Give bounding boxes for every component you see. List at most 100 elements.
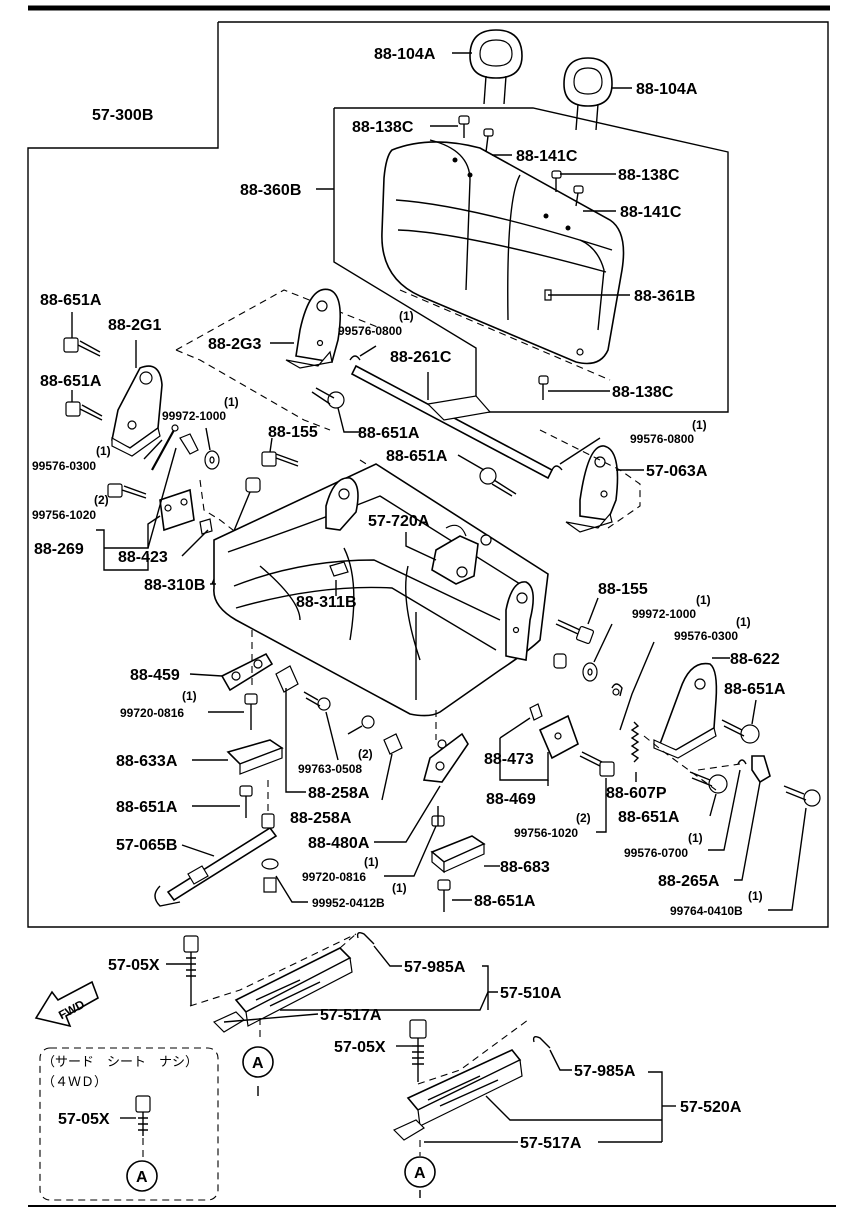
leader-510A-b [482,965,489,1010]
leader-99576-0800-top [359,345,377,357]
seat-cushion [213,463,549,717]
label-99756-1020-2: 99756-1020 [514,826,578,840]
qty-99764-0410B: (1) [748,889,763,903]
label-88-651A-5: 88-651A [724,681,786,698]
qty-99756-1020-1: (2) [94,493,109,507]
seatback-cushion [381,139,625,365]
label-88-155-1: 88-155 [268,424,318,441]
qty-99952-0412B: (1) [392,881,407,895]
washer-99972-1000-left [204,450,220,470]
bracket-88-2G1 [111,365,163,457]
leader-985A-a [373,945,402,967]
leader-517A-a [223,1013,319,1023]
bracket-88-459 [220,652,274,692]
hinge-dash-2 [175,349,331,431]
clip-88-258A-a [275,665,299,693]
leader-720A [405,532,437,561]
label-88-310B: 88-310B [144,577,205,594]
bolt-57-05X-b [409,1019,427,1082]
label-57-065B: 57-065B [116,837,177,854]
qty-99756-1020-2: (2) [576,811,591,825]
dash-right-1 [643,735,717,791]
label-99576-0700: 99576-0700 [624,846,688,860]
strap-57-065B [154,813,278,907]
label-88-423: 88-423 [118,549,168,566]
leader-651A-f [709,793,717,817]
label-57-510A: 57-510A [500,985,562,1002]
bolt-88-651A-a [63,337,101,357]
ref-letter-a-1: A [252,1055,264,1072]
bolt-99720-0816-b [431,806,445,827]
leader-99576-0300-right [619,641,655,731]
bolt-88-651A-f [689,771,728,794]
label-88-258A-1: 88-258A [308,785,370,802]
bolt-88-651A-e [721,719,760,744]
qty-99576-0300-1: (1) [96,444,111,458]
label-88-651A-4: 88-651A [386,448,448,465]
bolt-57-05X-a [183,935,199,1006]
washer-99972-1000-right [582,662,598,682]
frame [27,5,836,1207]
bolt-88-651A-i [437,879,451,912]
bolt-88-651A-b [65,401,103,421]
leader-651A-c [337,407,360,433]
qty-99720-0816-1: (1) [182,689,197,703]
lock-57-720A [431,524,492,585]
label-88-651A-6: 88-651A [116,799,178,816]
pin-99576-0300-left [151,424,179,471]
leaders-269-423 [96,447,209,571]
clip-57-985A-b [532,1035,551,1049]
qty-99576-0800-2: (1) [692,418,707,432]
leader-155-left [269,437,273,453]
washer-99952-0412B [261,858,279,893]
bolt-88-651A-c [311,387,345,409]
label-88-459: 88-459 [130,667,180,684]
label-88-138C-1: 88-138C [352,119,414,136]
label-57-520A: 57-520A [680,1099,742,1116]
label-99576-0300-1: 99576-0300 [32,459,96,473]
seat-hinge-right [505,581,534,661]
bracket-88-683 [430,835,486,874]
label-88-607P: 88-607P [606,785,667,802]
headrest-right [563,57,613,131]
label-88-2G1: 88-2G1 [108,317,161,334]
leader-459 [189,673,223,677]
rail-dash-a2 [339,933,357,949]
hinge-dash-1 [175,289,381,351]
label-88-261C: 88-261C [390,349,452,366]
label-99720-0816-1: 99720-0816 [120,706,184,720]
note-line-2: （４ＷＤ） [42,1075,107,1090]
leader-510A [280,991,498,1011]
clip-88-258A-b [383,733,403,755]
screw-88-138C-top [458,115,470,138]
rod-88-261C [350,364,554,480]
bolt-99756-1020-right [579,751,615,777]
qty-99576-0800-1: (1) [399,309,414,323]
label-88-473: 88-473 [484,751,534,768]
label-99952-0412B: 99952-0412B [312,896,385,910]
screw-88-141C-top [483,128,494,153]
label-88-141C-1: 88-141C [516,148,578,165]
qty-99972-1000-2: (1) [696,593,711,607]
label-57-05X-1: 57-05X [108,957,160,974]
dash-right-2 [697,763,741,771]
label-57-985A-1: 57-985A [404,959,466,976]
label-88-651A-1: 88-651A [40,292,102,309]
bracket-88-2G3 [285,288,341,369]
spring-88-607P [630,721,640,763]
label-88-622: 88-622 [730,651,780,668]
qty-99576-0300-2: (1) [736,615,751,629]
leader-99720-b [384,825,437,877]
label-88-138C-3: 88-138C [612,384,674,401]
label-99756-1020-1: 99756-1020 [32,508,96,522]
label-88-651A-2: 88-651A [40,373,102,390]
label-57-063A: 57-063A [646,463,708,480]
label-88-480A: 88-480A [308,835,370,852]
fwd-arrow-icon [34,980,99,1028]
ref-circle-a-1 [242,1046,274,1096]
label-88-265A: 88-265A [658,873,720,890]
label-88-683: 88-683 [500,859,550,876]
label-88-311B: 88-311B [296,594,357,611]
bracket-88-622 [653,662,718,759]
rail-57-520A [392,1049,523,1141]
